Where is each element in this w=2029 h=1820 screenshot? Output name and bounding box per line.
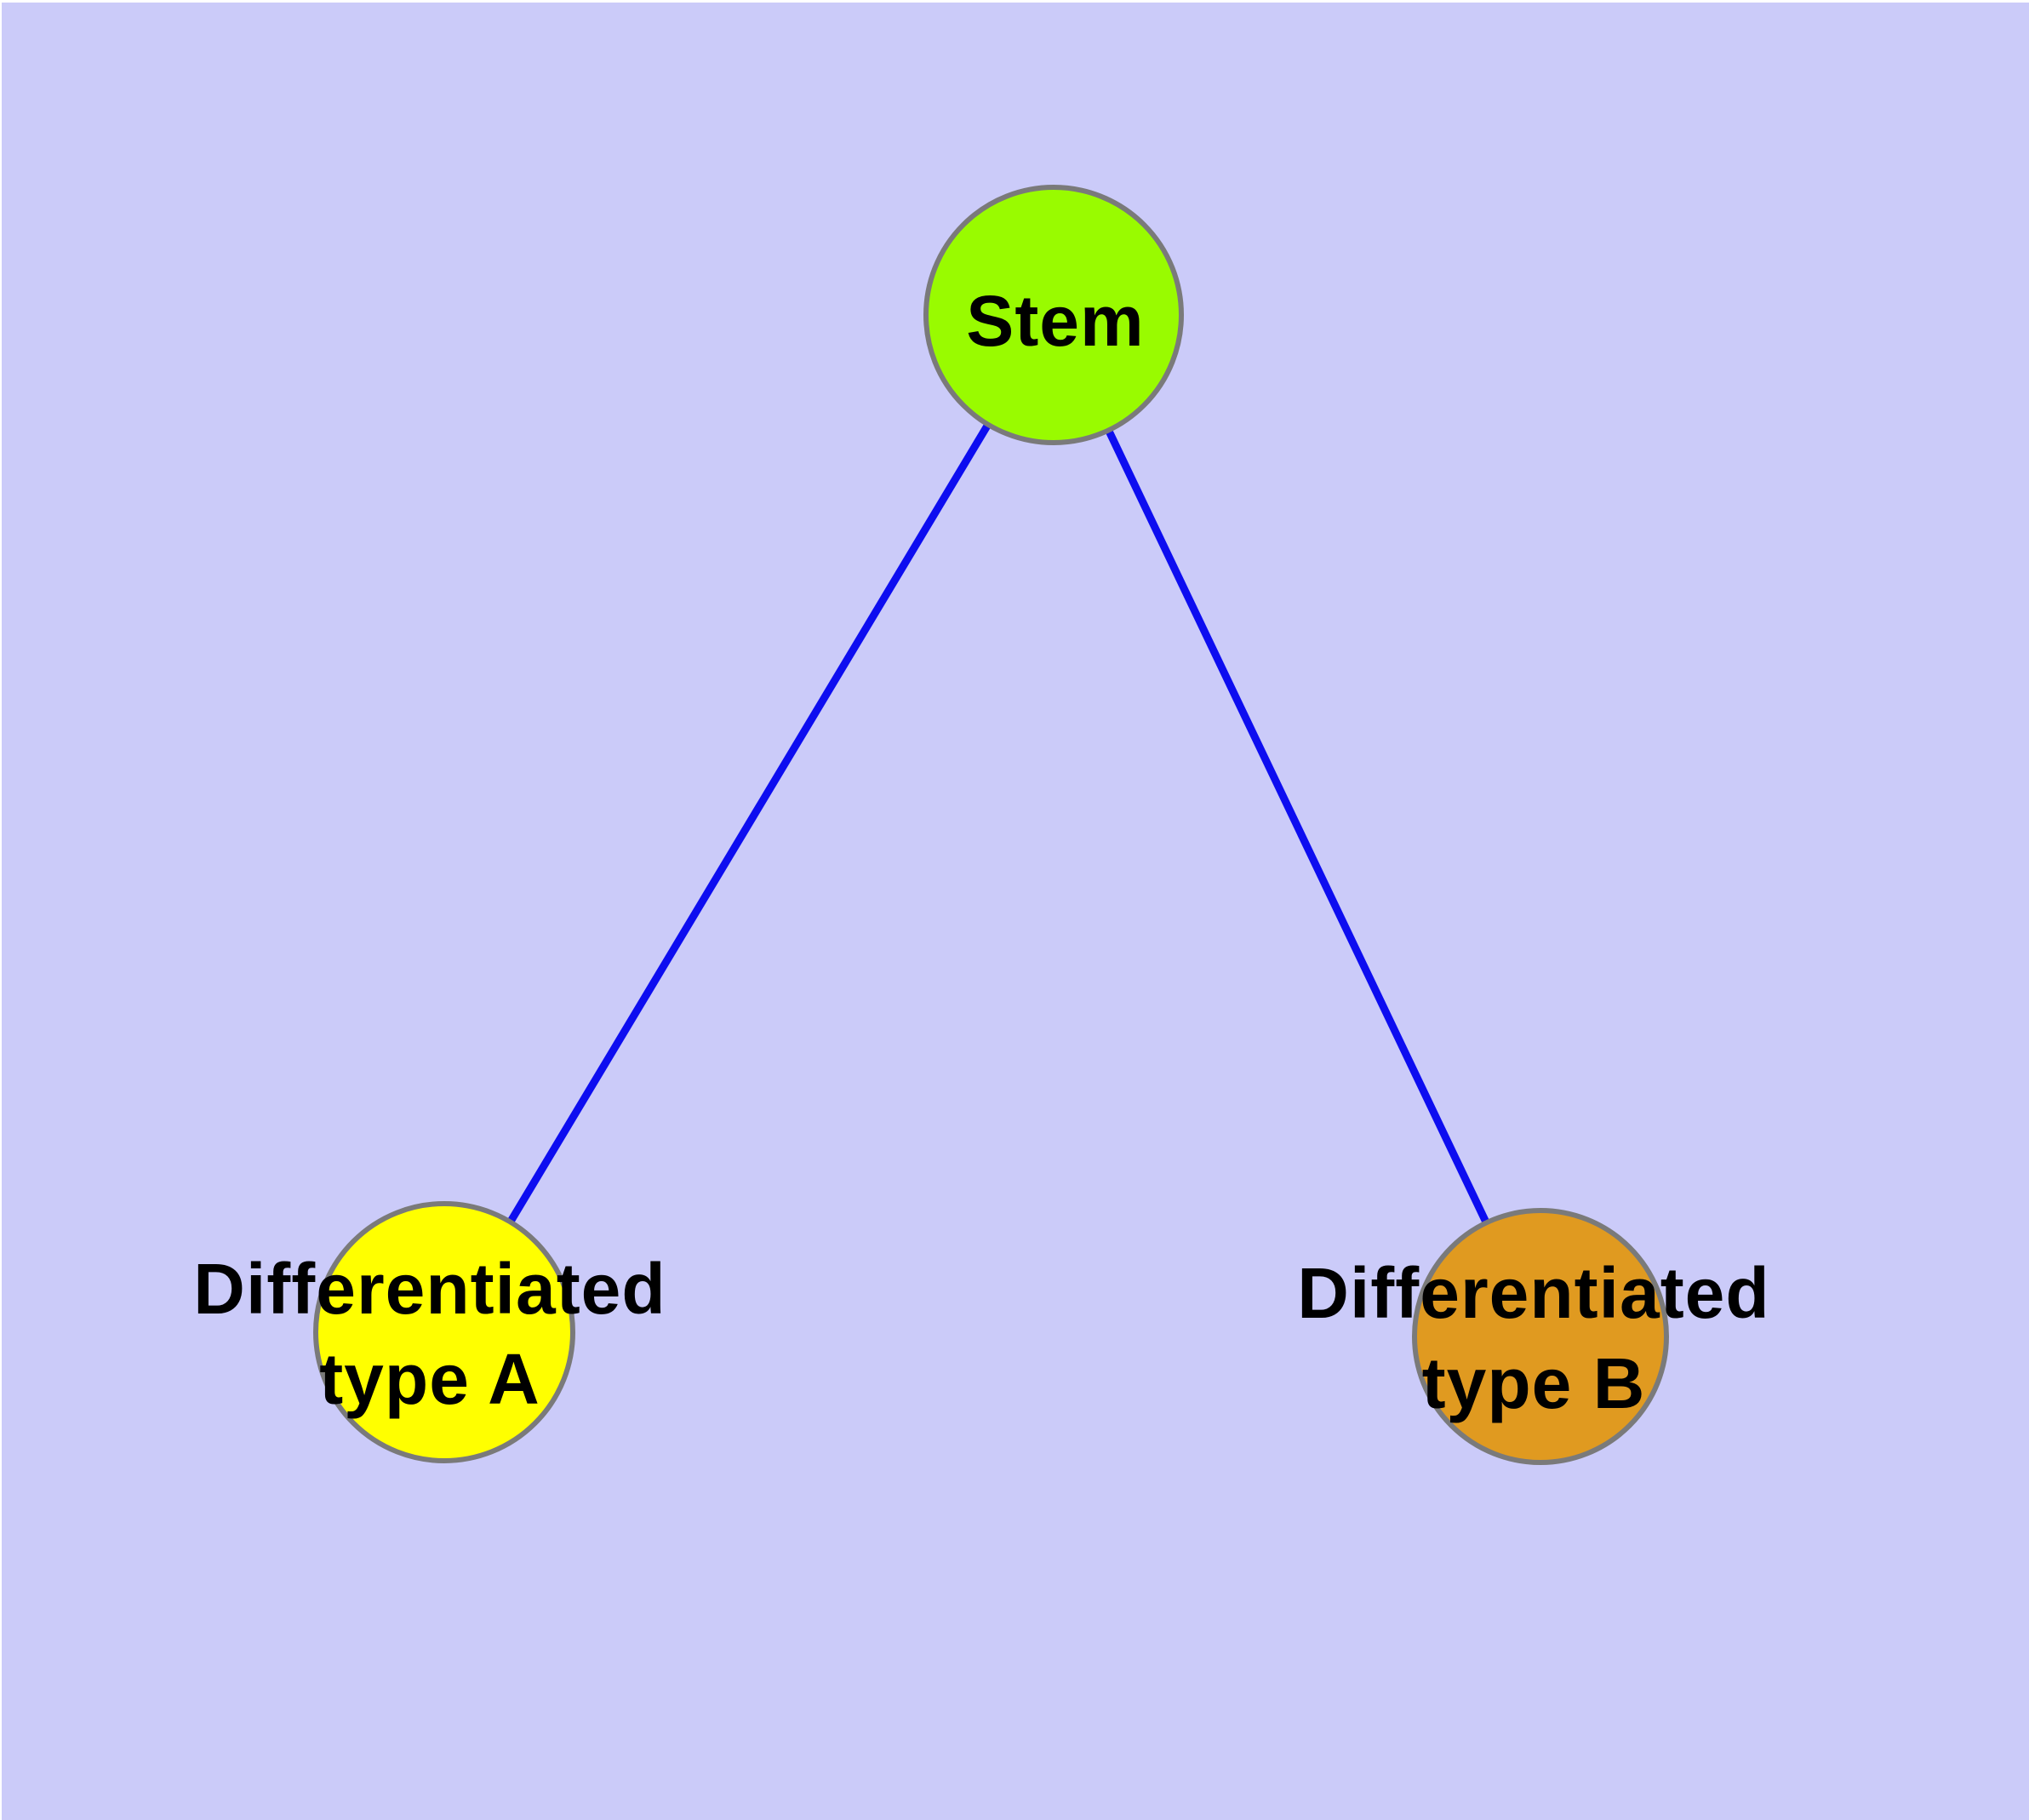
edge-stem-to-type-b (1049, 313, 1545, 1338)
node-type-b-label: Differentiated type B (1297, 1248, 1769, 1428)
edge-stem-to-type-a (441, 312, 1057, 1335)
node-type-b-label-line1: Differentiated (1297, 1253, 1770, 1333)
node-type-b-label-line2: type B (1421, 1343, 1646, 1423)
node-type-a-label-line1: Differentiated (193, 1249, 666, 1329)
node-differentiated-type-b (1412, 1208, 1669, 1465)
node-differentiated-type-a (313, 1201, 575, 1463)
node-type-a-label: Differentiated type A (193, 1244, 666, 1424)
node-stem (923, 185, 1184, 445)
node-stem-label: Stem (966, 281, 1145, 361)
node-type-a-label-line2: type A (319, 1339, 540, 1419)
